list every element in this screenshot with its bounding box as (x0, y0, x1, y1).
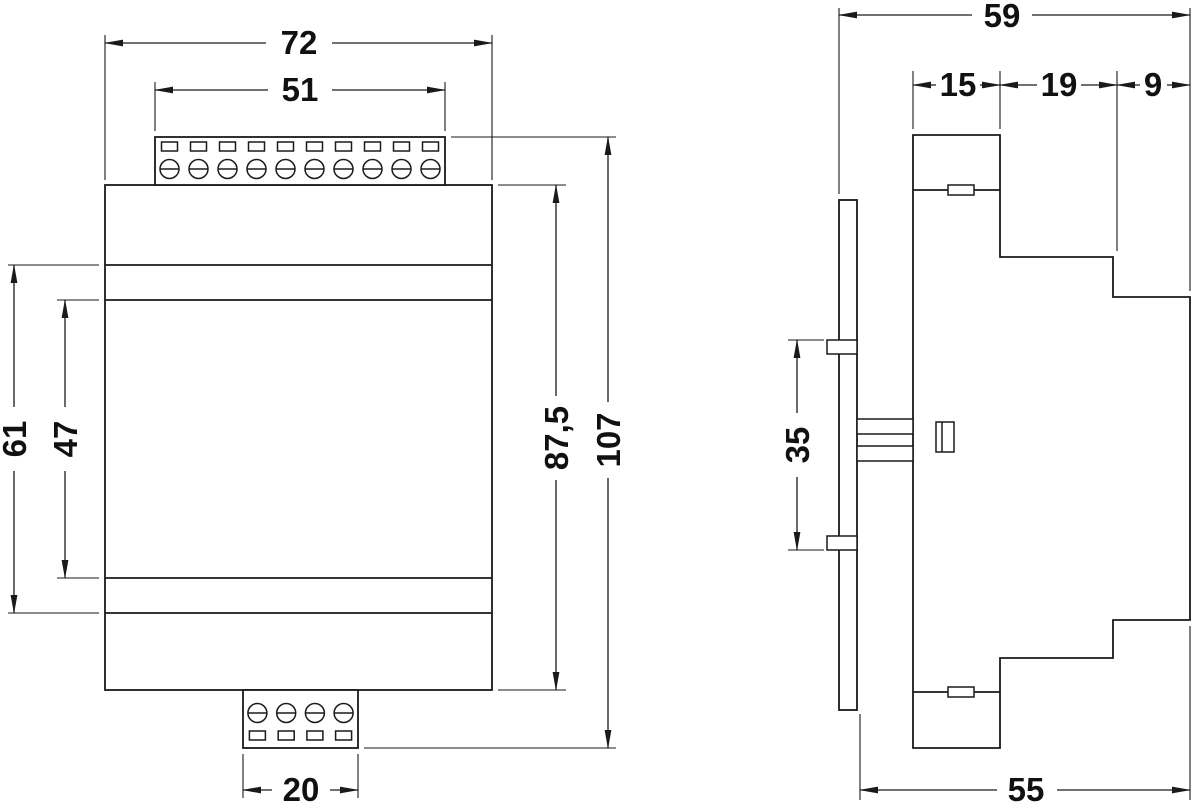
latch-bar-lower (856, 445, 914, 462)
dim-top-step-2: 19 (999, 66, 1118, 251)
dim-label-overall-depth: 59 (984, 0, 1021, 34)
dim-label-top-step-3: 9 (1144, 66, 1162, 103)
dim-label-overall-height: 107 (590, 412, 627, 467)
dim-label-top-step-2: 19 (1041, 66, 1078, 103)
dim-top-step-3: 9 (1116, 66, 1191, 103)
dim-inner-band-height: 47 (47, 299, 99, 579)
rail-hook-top (826, 339, 858, 355)
dim-label-body-depth: 55 (1008, 771, 1045, 808)
front-body-band-lines (105, 264, 492, 614)
dim-label-outer-band-height: 61 (0, 421, 33, 458)
front-view: 72 51 61 47 (0, 24, 627, 808)
latch-window (935, 421, 955, 453)
dim-body-height: 87,5 (498, 184, 575, 691)
top-terminal-block (154, 136, 446, 186)
dim-outer-band-height: 61 (0, 264, 99, 614)
dim-label-din-rail-span: 35 (779, 427, 816, 464)
dim-label-inner-band-height: 47 (47, 421, 84, 458)
dim-top-terminal-width: 51 (154, 71, 446, 131)
dim-top-step-1: 15 (912, 66, 1001, 129)
bottom-seal-clip (947, 686, 975, 698)
dim-label-bottom-terminal-width: 20 (283, 771, 320, 808)
dim-label-body-height: 87,5 (538, 406, 575, 470)
dim-din-rail-span: 35 (779, 339, 824, 551)
rear-mounting-plate (826, 199, 914, 711)
dim-label-top-terminal-width: 51 (282, 71, 319, 108)
dim-overall-width: 72 (104, 24, 493, 180)
bottom-terminal-block (242, 689, 359, 749)
dim-overall-depth: 59 (838, 0, 1191, 291)
dim-bottom-terminal-width: 20 (242, 754, 359, 808)
latch-bar-upper (856, 418, 914, 435)
dim-label-overall-width: 72 (281, 24, 318, 61)
dim-body-depth: 55 (859, 626, 1191, 808)
dim-overall-height: 107 (364, 136, 627, 749)
top-seal-clip (947, 184, 975, 196)
rail-hook-bottom (826, 535, 858, 551)
side-profile-outline (912, 134, 1191, 749)
front-body-outline (104, 184, 493, 691)
side-view: 59 15 19 9 35 (779, 0, 1191, 808)
dim-label-top-step-1: 15 (940, 66, 977, 103)
